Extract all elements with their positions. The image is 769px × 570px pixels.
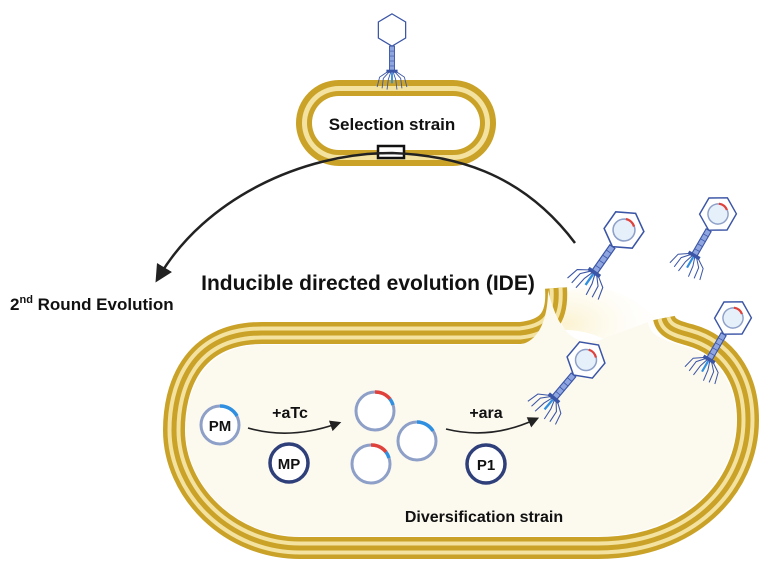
ide-title: Inducible directed evolution (IDE) (201, 272, 535, 295)
diversification-strain-cell: Diversification strain (162, 287, 760, 559)
plasmid-icon-p1: P1 (465, 443, 507, 485)
second-round-label: 2nd Round Evolution (10, 294, 174, 314)
diversified-plasmids (350, 390, 438, 485)
atc-arrow (247, 420, 342, 434)
plasmid-icon-pm: PM (199, 404, 241, 446)
selection-strain-label: Selection strain (329, 115, 456, 134)
plasmid-label-pm: PM (209, 418, 232, 435)
plasmid-icon (350, 443, 392, 485)
bacteriophage-icon (668, 189, 742, 282)
plasmid-label-p1: P1 (477, 457, 495, 474)
plasmid-icon (396, 420, 438, 462)
ara-arrow (445, 417, 540, 434)
second-round-arrow (155, 151, 576, 283)
inducer-ara-label: +ara (469, 405, 502, 422)
plasmid-label-mp: MP (278, 456, 301, 473)
bacteriophage-icon (376, 12, 408, 91)
plasmid-icon (354, 390, 396, 432)
selection-strain-cell: Selection strain (296, 80, 496, 166)
plasmid-icon-mp: MP (268, 442, 310, 484)
bacteriophage-icon (566, 203, 651, 302)
inducer-atc-label: +aTc (272, 405, 308, 422)
diversification-strain-label: Diversification strain (405, 509, 563, 526)
